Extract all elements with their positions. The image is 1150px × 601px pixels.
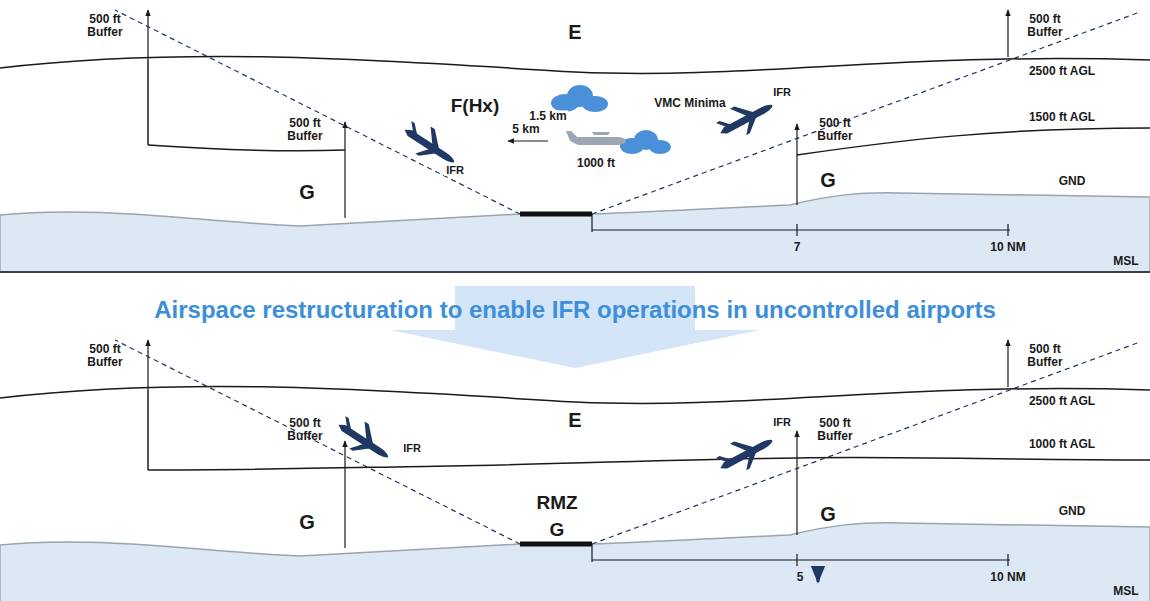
airspace-label: 500 ft Buffer (81, 13, 129, 39)
airspace-label: 500 ft Buffer (81, 343, 129, 369)
airspace-label: 500 ft Buffer (281, 417, 329, 443)
airspace-label: 500 ft Buffer (1021, 343, 1069, 369)
airspace-label: 500 ft Buffer (1021, 13, 1069, 39)
airspace-label: F(Hx) (451, 96, 500, 117)
airspace-label: 7 (794, 241, 801, 254)
airspace-label: GND (1059, 505, 1086, 518)
airspace-label: G (299, 181, 315, 203)
airspace-label: GND (1059, 175, 1086, 188)
airspace-label: G (550, 520, 565, 541)
airspace-label: IFR (444, 164, 466, 176)
airspace-label: RMZ (536, 493, 577, 514)
airspace-label: 10 NM (990, 571, 1025, 584)
airspace-label: 2500 ft AGL (1029, 395, 1095, 408)
airspace-label: 1000 ft (577, 157, 615, 170)
airspace-label: 5 (797, 571, 804, 584)
airspace-label: E (568, 21, 581, 43)
airspace-label: E (568, 409, 581, 431)
airspace-label: G (820, 169, 836, 191)
airspace-label: 500 ft Buffer (811, 117, 859, 143)
airspace-label: 1000 ft AGL (1029, 438, 1095, 451)
airspace-label: G (820, 503, 836, 525)
airspace-label: IFR (771, 86, 793, 98)
airspace-label: 500 ft Buffer (281, 117, 329, 143)
airspace-label: 1.5 km (527, 110, 568, 123)
banner-text: Airspace restructuration to enable IFR o… (154, 297, 995, 323)
airspace-label: G (299, 511, 315, 533)
airspace-label: IFR (771, 416, 793, 428)
airspace-label: MSL (1113, 255, 1138, 268)
airspace-label: MSL (1113, 585, 1138, 598)
airspace-label: 10 NM (990, 241, 1025, 254)
airspace-label: 500 ft Buffer (811, 417, 859, 443)
airspace-label: IFR (401, 442, 423, 454)
airspace-label: 1500 ft AGL (1029, 111, 1095, 124)
airspace-label: 5 km (512, 123, 539, 136)
airspace-label: 2500 ft AGL (1029, 65, 1095, 78)
airspace-label: VMC Minima (654, 97, 725, 110)
